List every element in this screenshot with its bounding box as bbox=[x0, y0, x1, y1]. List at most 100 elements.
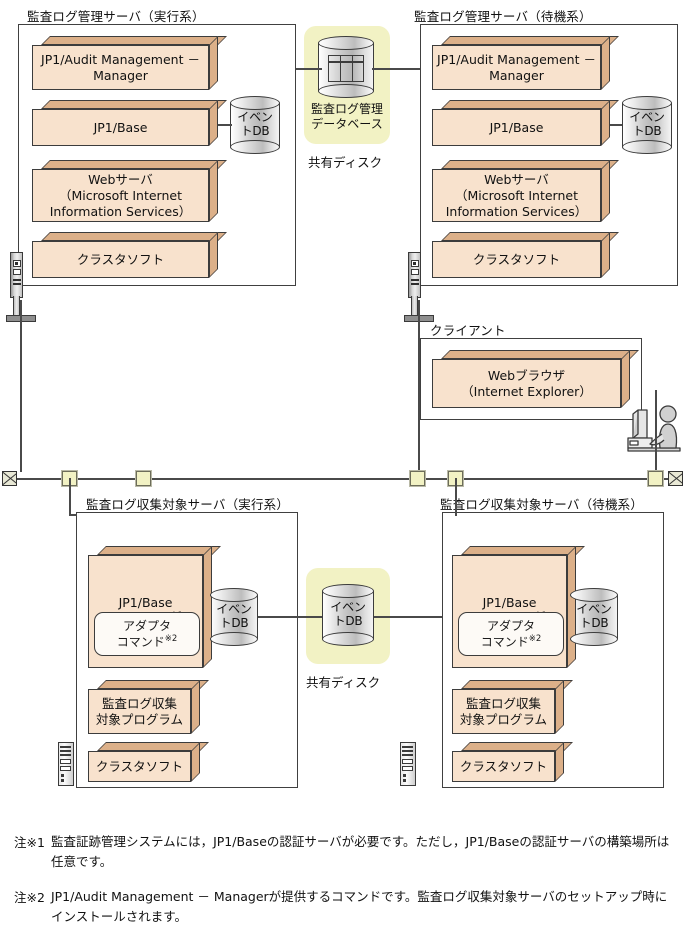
server-drive-bay bbox=[12, 260, 21, 267]
audit-log-database-icon bbox=[318, 36, 374, 98]
rack-server-icon bbox=[58, 742, 74, 786]
server-led bbox=[403, 779, 406, 782]
server-led bbox=[61, 774, 64, 777]
cylinder-label: イベントDB bbox=[629, 110, 665, 138]
group-target-standby-title: 監査ログ収集対象サーバ（待機系） bbox=[440, 497, 644, 512]
cylinder-bottom-cap bbox=[230, 140, 280, 154]
box-top-face bbox=[41, 160, 227, 169]
box-front-face: クラスタソフト bbox=[88, 751, 191, 782]
server-led bbox=[14, 262, 18, 265]
cylinder-top-cap bbox=[318, 36, 374, 50]
nested-box-label: アダプタコマンド※2 bbox=[480, 618, 542, 649]
server-vent bbox=[402, 746, 413, 749]
cylinder-top-cap bbox=[230, 96, 280, 110]
shared-event-db-icon: イベントDB bbox=[322, 584, 374, 646]
table-grid-line bbox=[352, 54, 354, 82]
mgmt-active-shared-link bbox=[296, 68, 322, 70]
box-side-face bbox=[209, 36, 218, 90]
mgmt-active-event-db: イベントDB bbox=[230, 96, 280, 154]
box-top-face bbox=[441, 160, 619, 169]
box-label: JP1/Audit Management －Manager bbox=[41, 51, 200, 83]
box-top-face bbox=[441, 36, 619, 45]
cylinder-bottom-cap bbox=[318, 84, 374, 98]
box-front-face: クラスタソフト bbox=[432, 241, 601, 278]
diagram-canvas: 監査ログ管理サーバ（実行系）JP1/Audit Management －Mana… bbox=[0, 0, 685, 920]
box-label: クラスタソフト bbox=[472, 251, 561, 267]
box-label: クラスタソフト bbox=[76, 251, 165, 267]
box-top-face bbox=[441, 350, 639, 359]
box-side-face bbox=[555, 680, 564, 734]
box-front-face: JP1/Audit Management －Manager bbox=[432, 45, 601, 90]
audit-log-database-label: 監査ログ管理データベース bbox=[310, 102, 383, 131]
box-front-face: 監査ログ収集対象プログラム bbox=[88, 689, 191, 734]
server-drive-bay bbox=[402, 766, 413, 771]
mgmt-active-box-manager: JP1/Audit Management －Manager bbox=[32, 36, 227, 90]
box-top-face bbox=[41, 232, 227, 241]
server-led bbox=[412, 262, 416, 265]
target-active-adapter-command: アダプタコマンド※2 bbox=[94, 612, 200, 656]
server-drive-bay bbox=[60, 766, 71, 771]
box-label: Webブラウザ（Internet Explorer） bbox=[461, 367, 592, 399]
target-active-box-collect-program: 監査ログ収集対象プログラム bbox=[88, 680, 209, 734]
cylinder-top-cap bbox=[570, 588, 618, 602]
box-front-face: JP1/Base bbox=[432, 109, 601, 146]
box-side-face bbox=[209, 232, 218, 278]
box-side-face bbox=[191, 680, 200, 734]
box-label: 監査ログ収集対象プログラム bbox=[459, 695, 548, 727]
mgmt-standby-box-manager: JP1/Audit Management －Manager bbox=[432, 36, 619, 90]
group-client-title: クライアント bbox=[430, 323, 506, 338]
mgmt-active-network-line bbox=[20, 300, 22, 472]
target-active-shared-link bbox=[258, 616, 322, 618]
box-label: JP1/Audit Management －Manager bbox=[437, 51, 596, 83]
server-vent bbox=[402, 750, 413, 753]
server-vent bbox=[402, 754, 413, 757]
mgmt-standby-shared-link bbox=[372, 68, 422, 70]
box-top-face bbox=[441, 232, 619, 241]
cylinder-top-cap bbox=[322, 584, 374, 598]
target-active-event-db: イベントDB bbox=[210, 588, 258, 646]
footnote-marker: ※2 bbox=[528, 633, 542, 644]
target-standby-event-db: イベントDB bbox=[570, 588, 618, 646]
target-standby-box-cluster: クラスタソフト bbox=[452, 742, 573, 782]
box-front-face: JP1/Audit Management －Manager bbox=[32, 45, 209, 90]
server-vent bbox=[12, 279, 21, 281]
server-drive-bay bbox=[12, 269, 21, 275]
mgmt-standby-db-link bbox=[610, 124, 622, 126]
bus-connector-icon[interactable] bbox=[410, 471, 425, 486]
target-standby-network-line bbox=[455, 478, 457, 516]
box-front-face: JP1/Base bbox=[32, 109, 209, 146]
mgmt-standby-box-jp1base: JP1/Base bbox=[432, 100, 619, 146]
group-target-active-title: 監査ログ収集対象サーバ（実行系） bbox=[86, 497, 290, 512]
cylinder-bottom-cap bbox=[322, 632, 374, 646]
footnote-text: JP1/Audit Management － Managerが提供するコマンドで… bbox=[50, 888, 668, 924]
box-side-face bbox=[555, 742, 564, 782]
footnote-marker: ※2 bbox=[164, 633, 178, 644]
target-active-box-cluster: クラスタソフト bbox=[88, 742, 209, 782]
server-vent bbox=[12, 283, 21, 285]
bus-connector-icon[interactable] bbox=[648, 471, 663, 486]
server-case bbox=[10, 252, 23, 298]
box-label: 監査ログ収集対象プログラム bbox=[95, 695, 184, 727]
cylinder-label: イベントDB bbox=[237, 110, 273, 138]
cylinder-body bbox=[318, 43, 374, 91]
cylinder-bottom-cap bbox=[622, 140, 672, 154]
box-side-face bbox=[191, 742, 200, 782]
box-label: JP1/Base bbox=[489, 119, 544, 135]
server-case bbox=[408, 252, 421, 298]
bus-connector-icon[interactable] bbox=[136, 471, 151, 486]
server-led bbox=[61, 779, 64, 782]
box-top-face bbox=[41, 36, 227, 45]
box-label: クラスタソフト bbox=[95, 758, 184, 774]
cylinder-top-cap bbox=[622, 96, 672, 110]
cylinder-label: イベントDB bbox=[330, 600, 366, 628]
network-bus-line bbox=[8, 478, 676, 480]
server-vent bbox=[410, 283, 419, 285]
target-active-network-line bbox=[69, 478, 71, 516]
mgmt-active-box-jp1base: JP1/Base bbox=[32, 100, 227, 146]
